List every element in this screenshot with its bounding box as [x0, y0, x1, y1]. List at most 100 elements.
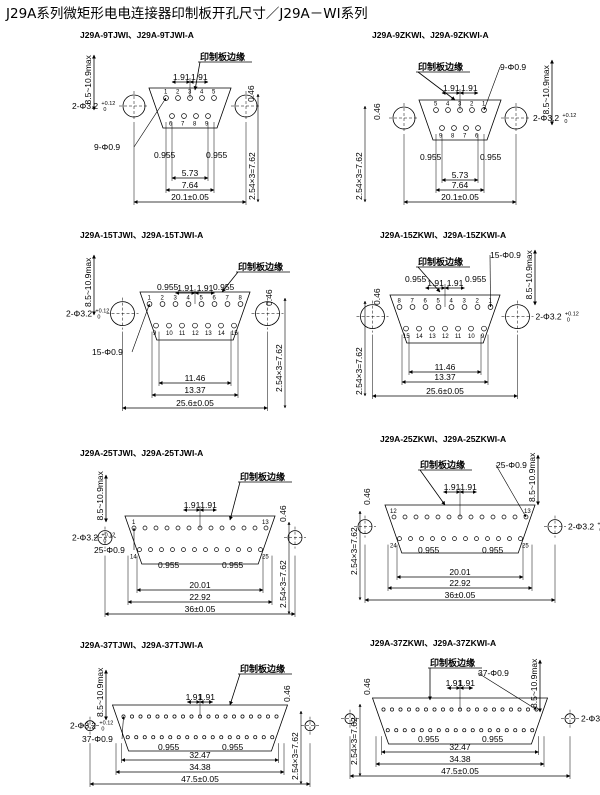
tolerance-lower: 0: [101, 727, 104, 733]
pin-hole: [202, 735, 207, 740]
pin-leader: [121, 716, 125, 740]
pin-hole: [496, 536, 501, 541]
span-middle: 7.64: [182, 180, 199, 190]
pin-hole: [189, 714, 194, 719]
pin-hole: [199, 95, 205, 101]
pin-hole: [159, 735, 164, 740]
span-middle: 7.64: [452, 180, 469, 190]
pin-hole: [227, 735, 232, 740]
panel-title: J29A-37TJWI、J29A-37TJWI-A: [80, 640, 203, 650]
pin-number: 10: [166, 331, 173, 337]
pin-hole: [175, 525, 181, 531]
pin-hole: [396, 304, 403, 310]
pin-hole: [253, 735, 258, 740]
pin-hole: [257, 714, 262, 719]
edge-offset-label: 0.46: [372, 103, 382, 120]
pin-number: 13: [205, 331, 212, 337]
edge-leader: [193, 61, 201, 91]
pin-hole: [175, 95, 181, 101]
pin-hole: [424, 707, 428, 712]
pin-hole: [452, 536, 457, 541]
edge-label: 印制板边缘: [418, 61, 463, 72]
span-middle: 22.92: [449, 578, 471, 588]
pitch-label: 1.91: [447, 278, 464, 288]
pitch-label: 1.91: [446, 678, 463, 688]
pin-hole: [428, 728, 433, 733]
span-inner: 11.46: [435, 362, 456, 372]
edge-offset-label: 0.46: [372, 288, 382, 305]
pin-hole: [263, 525, 269, 531]
stagger-label: 0.955: [418, 545, 440, 555]
edge-offset-label: 0.46: [362, 678, 372, 695]
pin-hole: [166, 322, 172, 329]
edge-leader: [417, 71, 456, 101]
span-outer: 20.1±0.05: [171, 192, 209, 202]
pin-hole: [432, 707, 437, 712]
pin-hole: [463, 536, 468, 541]
connector-outline: [418, 99, 502, 141]
pin-hole: [244, 735, 249, 740]
pin-hole: [148, 547, 153, 552]
span-middle: 34.38: [189, 762, 211, 772]
pin-hole: [416, 325, 422, 332]
mount-hole-label: 2-Φ3.2: [72, 533, 98, 543]
pitch-label: 1.91: [458, 678, 475, 688]
pin-hole: [159, 547, 164, 552]
pin-hole: [218, 322, 224, 329]
page-title: J29A系列微矩形电电连接器印制板开孔尺寸／J29A－WⅠ系列: [6, 6, 368, 22]
pin-hole: [261, 735, 266, 740]
pin-number: 1: [148, 296, 152, 302]
pin-number: 1: [482, 102, 486, 108]
pin-hole: [483, 707, 488, 712]
pin-number: 3: [174, 296, 178, 302]
mount-hole-label: 2-Φ3.2: [568, 522, 594, 532]
pin-hole: [219, 735, 224, 740]
pin-hole: [501, 514, 507, 520]
pin-hole: [185, 301, 192, 307]
height-dim-label: 8.5~10.9max: [541, 64, 551, 114]
pin-number: 1: [132, 520, 136, 526]
span-middle: 13.37: [434, 372, 456, 382]
pin-hole: [219, 525, 225, 531]
pin-number: 4: [187, 296, 191, 302]
pitch-label: 1.91: [184, 500, 201, 510]
pin-number: 5: [200, 296, 204, 302]
pin-number: 8: [239, 296, 243, 302]
pin-number: 9: [153, 331, 157, 337]
pin-number: 9: [481, 334, 485, 340]
pin-hole: [436, 728, 441, 733]
mount-hole: [564, 713, 576, 725]
span-outer: 25.6±0.05: [426, 386, 464, 396]
pin-hole: [403, 325, 409, 332]
span-outer: 36±0.05: [445, 590, 476, 600]
span-inner: 32.47: [189, 750, 211, 760]
pitch-v-label: 2.54×3=7.62: [354, 152, 364, 200]
mount-hole: [344, 713, 356, 725]
tolerance-lower: 0: [564, 119, 567, 125]
tolerance-upper: +0.12: [99, 721, 113, 727]
pin-dia-label: 37-Φ0.9: [478, 668, 509, 678]
edge-offset-label: 0.46: [246, 85, 256, 102]
pin-hole: [518, 536, 523, 541]
pin-hole: [206, 714, 211, 719]
pin-hole: [504, 728, 509, 733]
pitch-label: 1.91: [443, 83, 460, 93]
pin-hole: [487, 728, 492, 733]
edge-label: 印制板边缘: [240, 471, 285, 482]
pin-number: 5: [212, 90, 216, 96]
pin-hole: [198, 301, 205, 307]
pin-hole: [193, 113, 199, 119]
pin-hole: [451, 125, 457, 131]
edge-leader: [228, 481, 241, 521]
panel-title: J29A-15ZKWI、J29A-15ZKWI-A: [380, 230, 506, 240]
pin-hole: [441, 536, 446, 541]
tolerance-lower: 0: [97, 315, 100, 321]
pin-hole: [210, 735, 215, 740]
pin-hole: [513, 728, 518, 733]
pin-hole: [441, 707, 445, 712]
pin-dia-label: 9-Φ0.9: [94, 142, 120, 152]
span-outer: 25.6±0.05: [176, 398, 214, 408]
